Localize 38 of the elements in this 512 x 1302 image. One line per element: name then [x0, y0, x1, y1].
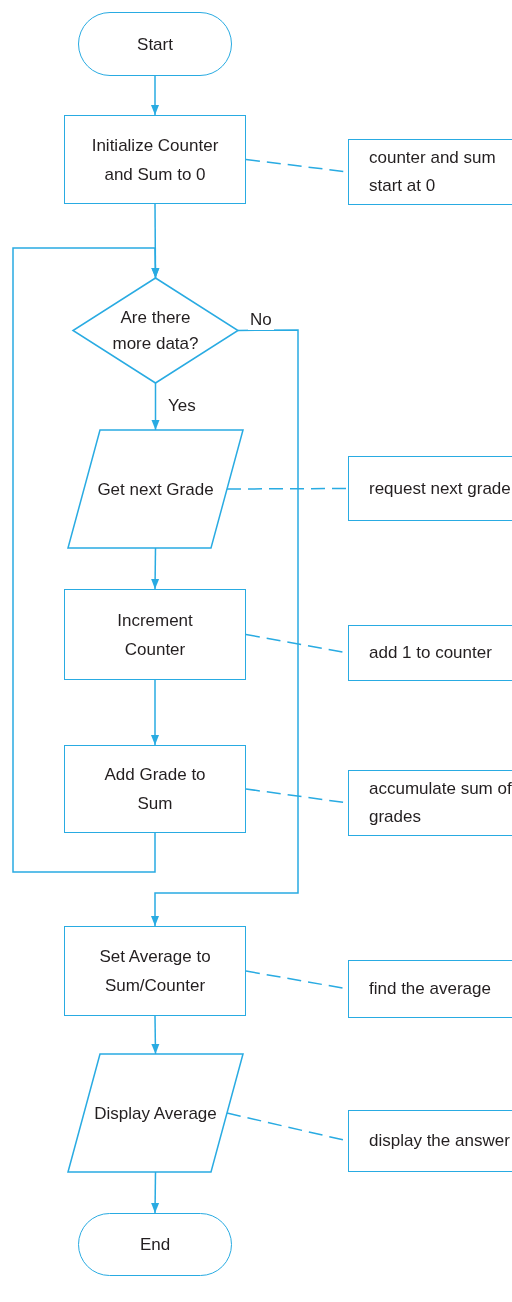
dashed-connector: [226, 487, 349, 490]
node-label: Increment Counter: [116, 609, 194, 661]
input-output-shape: [68, 1054, 243, 1172]
node-label: End: [139, 1234, 171, 1256]
process-box: [64, 115, 246, 204]
flow-arrow: [151, 1171, 160, 1214]
input-output-shape: [68, 430, 243, 548]
node-label: Display Average: [93, 1102, 218, 1125]
annotation-box: [348, 770, 512, 836]
node-label: Are there more data?: [111, 306, 200, 355]
flow-arrow: [151, 329, 299, 927]
process-box: [64, 589, 246, 680]
decision-diamond: [73, 278, 238, 383]
node-label: Set Average to Sum/Counter: [98, 946, 212, 997]
flow-arrow: [151, 679, 159, 746]
node-label: find the average: [369, 978, 492, 1000]
annotation-box: [348, 625, 512, 681]
annotation-box: [348, 139, 512, 205]
node-label: display the answer: [369, 1130, 511, 1152]
node-label: Get next Grade: [96, 478, 215, 501]
flow-arrow: [151, 547, 160, 590]
flow-arrow: [151, 1015, 160, 1055]
flow-arrow: [151, 75, 159, 116]
node-label: Initialize Counter and Sum to 0: [90, 134, 220, 186]
annotation-box: [348, 1110, 512, 1172]
process-box: [64, 926, 246, 1016]
flow-arrow: [151, 382, 160, 431]
node-label: counter and sum start at 0: [369, 147, 497, 197]
process-box: [64, 745, 246, 833]
node-label: Add Grade to Sum: [103, 764, 207, 815]
node-label: Start: [137, 33, 173, 56]
node-label: add 1 to counter: [369, 642, 493, 664]
node-label: request next grade: [369, 477, 512, 500]
node-label: accumulate sum of grades: [369, 778, 512, 828]
flow-arrow: [12, 247, 160, 873]
annotation-box: [348, 960, 512, 1018]
edge-label: No: [248, 310, 274, 330]
annotation-box: [348, 456, 512, 521]
